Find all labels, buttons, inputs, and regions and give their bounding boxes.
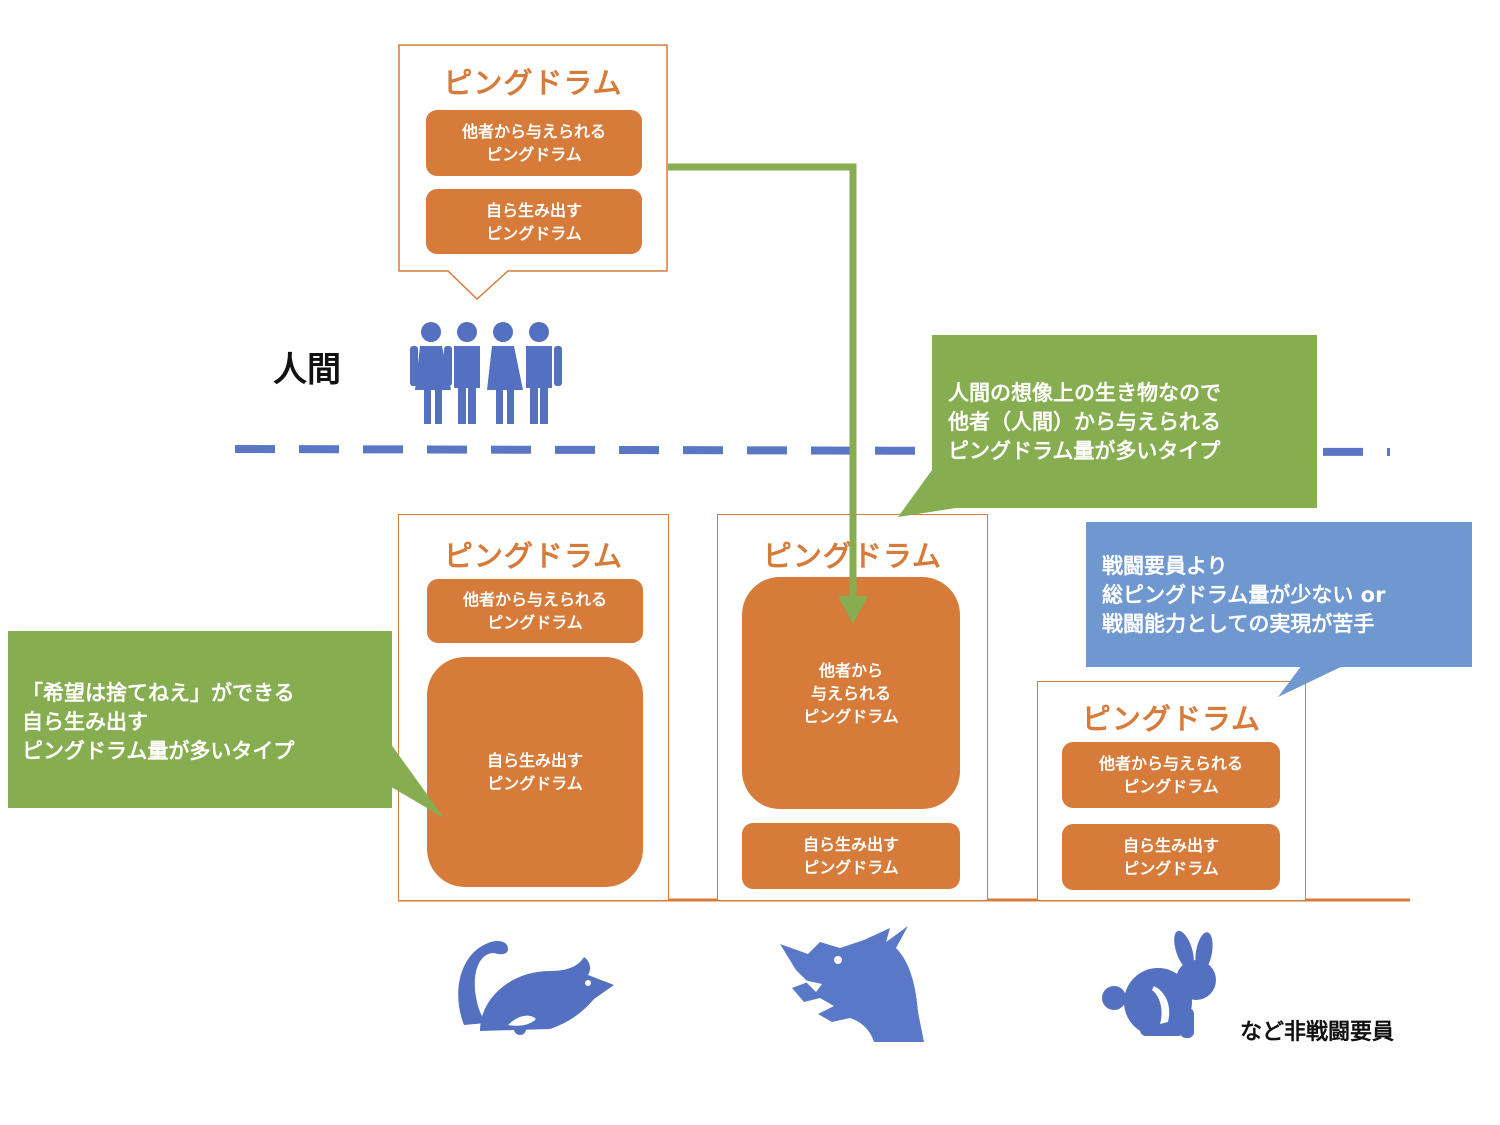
- rat-type-callout: 「希望は捨てねえ」ができる 自ら生み出す ピングドラム量が多いタイプ: [8, 631, 392, 808]
- dragon-type-callout: 人間の想像上の生き物なので 他者（人間）から与えられる ピングドラム量が多いタイ…: [932, 335, 1317, 508]
- people-group-icon: [410, 322, 562, 424]
- rabbit-pingdrum-frame: ピングドラム 他者から与えられる ピングドラム 自ら生み出す ピングドラム: [1037, 681, 1306, 901]
- human-frame-title: ピングドラム: [443, 66, 623, 100]
- rabbit-type-callout: 戦闘要員より 総ピングドラム量が少ない or 戦闘能力としての実現が苦手: [1086, 522, 1472, 667]
- human-label: 人間: [273, 350, 341, 390]
- rat-pingdrum-frame: ピングドラム 他者から与えられる ピングドラム 自ら生み出す ピングドラム: [398, 514, 669, 901]
- rabbit-icon: [1102, 930, 1216, 1038]
- rabbit-frame-title: ピングドラム: [1081, 702, 1262, 736]
- dragon-icon: [780, 926, 924, 1042]
- rat-self-pingdrum: 自ら生み出す ピングドラム: [427, 657, 643, 887]
- rat-icon: [458, 941, 614, 1035]
- non-combatant-note: など非戦闘要員: [1240, 1020, 1395, 1045]
- human-self-pingdrum: 自ら生み出す ピングドラム: [426, 189, 642, 254]
- rabbit-self-pingdrum: 自ら生み出す ピングドラム: [1062, 824, 1280, 890]
- human-pingdrum-bubble: ピングドラム 他者から与えられる ピングドラム 自ら生み出す ピングドラム: [398, 44, 668, 301]
- rabbit-given-pingdrum: 他者から与えられる ピングドラム: [1062, 742, 1280, 808]
- rat-frame-title: ピングドラム: [443, 539, 624, 573]
- rat-given-pingdrum: 他者から与えられる ピングドラム: [427, 579, 643, 643]
- dragon-self-pingdrum: 自ら生み出す ピングドラム: [742, 823, 960, 889]
- human-given-pingdrum: 他者から与えられる ピングドラム: [426, 110, 642, 176]
